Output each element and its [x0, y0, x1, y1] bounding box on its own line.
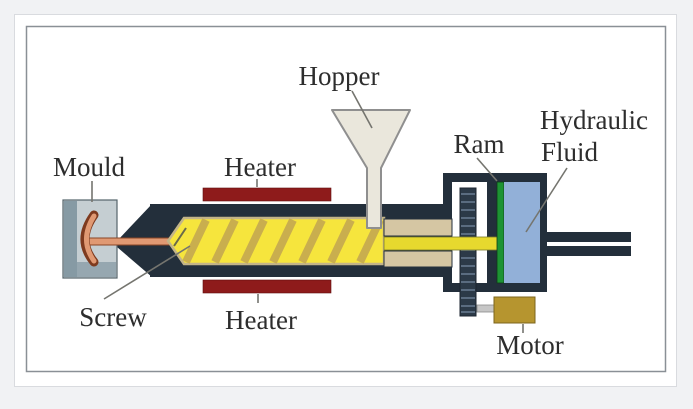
ram-leader — [476, 157, 498, 182]
gear-strip — [459, 187, 477, 317]
screw-shaft — [383, 236, 499, 251]
ram-plate — [496, 181, 505, 284]
motor-coupling — [476, 304, 495, 313]
hydraulic-fluid-leader — [525, 167, 568, 233]
hopper-leader — [351, 90, 373, 129]
label-hopper: Hopper — [299, 61, 380, 91]
motor-assembly — [476, 296, 536, 324]
label-ram: Ram — [454, 129, 505, 159]
piston-rod-bottom — [547, 246, 631, 256]
mould-left-plate — [64, 201, 77, 277]
label-heater-bottom: Heater — [225, 305, 297, 335]
screw-flights — [182, 218, 384, 264]
heater-top-bar — [202, 187, 332, 202]
heater-bottom-bar — [202, 279, 332, 294]
hopper-funnel — [331, 109, 411, 229]
mould-bottom-plate — [64, 262, 116, 277]
drive-gear — [459, 187, 477, 317]
screw-leader — [103, 245, 191, 300]
label-heater-top: Heater — [224, 152, 296, 182]
label-motor: Motor — [496, 330, 564, 360]
sprue-channel — [87, 237, 173, 246]
hydraulic-fluid-area — [504, 182, 540, 283]
label-hydraulic-line1: Hydraulic — [540, 105, 648, 135]
screw — [166, 216, 386, 266]
leader-lines — [91, 90, 568, 333]
labels: Mould Heater Hopper Ram Hydraulic Fluid … — [53, 61, 648, 360]
bearing-bottom — [383, 250, 453, 268]
label-mould: Mould — [53, 152, 126, 182]
screw-tip-mark — [173, 227, 187, 247]
label-screw: Screw — [79, 302, 147, 332]
piston-rod-top — [547, 232, 631, 242]
mould-cavity — [84, 213, 97, 264]
bearing-top — [383, 218, 453, 237]
diagram-frame — [25, 25, 667, 373]
cylinder-wall — [487, 182, 497, 283]
label-hydraulic-line2: Fluid — [541, 137, 599, 167]
motor-box — [493, 296, 536, 324]
